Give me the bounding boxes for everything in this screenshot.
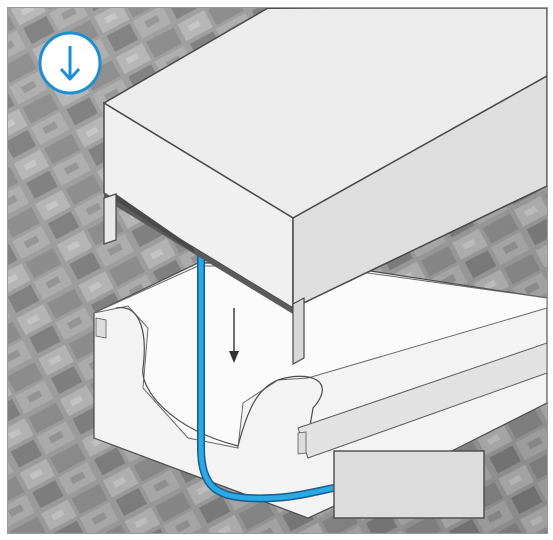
installation-diagram <box>8 8 547 533</box>
insert-direction-arrow <box>229 308 239 363</box>
step-badge <box>38 31 102 95</box>
illustration-frame <box>7 7 548 534</box>
mounting-channel <box>93 262 547 519</box>
led-profile <box>102 8 547 366</box>
arrow-down-icon <box>59 46 81 81</box>
driver-box <box>333 450 485 519</box>
